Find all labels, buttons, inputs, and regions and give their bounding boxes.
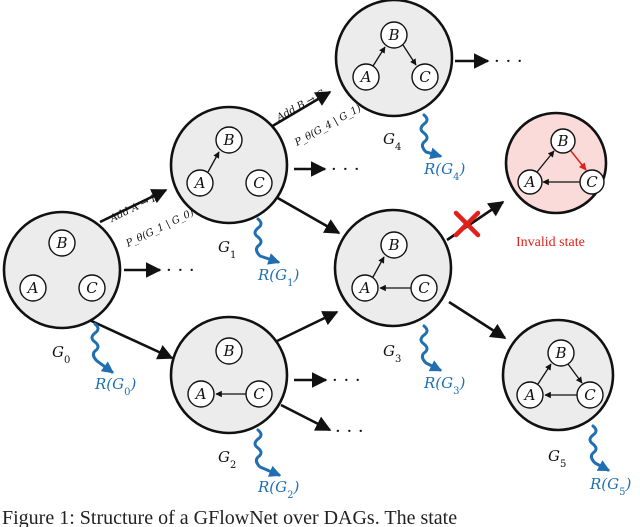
node-a xyxy=(516,381,544,409)
node-a xyxy=(351,274,379,302)
state-g5: B A C xyxy=(501,318,615,432)
squiggle-g4 xyxy=(419,113,443,160)
node-c xyxy=(78,274,106,302)
label-g2: G2 xyxy=(218,448,236,471)
svg-text:A: A xyxy=(358,279,371,297)
state-g0: B A C xyxy=(2,210,122,330)
svg-text:C: C xyxy=(253,385,265,403)
node-b xyxy=(48,229,76,257)
reward-g0: R(G0) xyxy=(94,375,137,398)
svg-text:A: A xyxy=(26,279,39,297)
svg-text:B: B xyxy=(556,132,568,150)
node-a xyxy=(186,169,214,197)
arrow-g2-g3 xyxy=(274,310,339,344)
node-b xyxy=(547,339,575,367)
squiggle-g2 xyxy=(253,428,282,477)
invalid-state-label: Invalid state xyxy=(516,235,585,250)
state-g1: B A C xyxy=(169,105,289,225)
label-g4: G4 xyxy=(383,130,401,153)
node-b xyxy=(215,126,243,154)
svg-text:A: A xyxy=(359,68,372,86)
reward-g2: R(G2) xyxy=(257,478,300,501)
svg-text:B: B xyxy=(554,344,566,362)
reward-squiggles xyxy=(90,113,611,477)
arrow-g3-g5 xyxy=(448,300,507,340)
state-g4: B A C xyxy=(334,0,454,118)
node-a xyxy=(19,274,47,302)
node-b xyxy=(380,21,408,49)
label-g0: G0 xyxy=(52,343,70,366)
label-g1: G1 xyxy=(218,238,236,261)
ellipsis-g4: · · · xyxy=(494,51,523,72)
svg-text:B: B xyxy=(222,342,234,360)
svg-text:C: C xyxy=(586,173,598,191)
svg-text:Add B → C: Add B → C xyxy=(274,88,327,124)
svg-text:C: C xyxy=(584,386,596,404)
figure-caption: Figure 1: Structure of a GFlowNet over D… xyxy=(2,507,457,527)
arrow-g2-dots-lower xyxy=(280,403,332,432)
svg-text:B: B xyxy=(55,234,67,252)
node-b xyxy=(550,128,576,154)
node-c xyxy=(245,169,273,197)
ellipsis-g2: · · · xyxy=(332,370,361,391)
label-g5: G5 xyxy=(548,447,566,470)
arrow-g1-g3 xyxy=(275,195,341,235)
svg-text:C: C xyxy=(419,68,431,86)
state-invalid: B A C xyxy=(504,111,608,215)
reward-labels: R(G0) R(G1) R(G2) R(G3) R(G4) R(G5) xyxy=(94,160,632,501)
squiggle-g1 xyxy=(253,217,281,265)
arrow-g0-g1 xyxy=(99,188,168,224)
invalid-x-mark xyxy=(453,210,481,238)
svg-text:A: A xyxy=(194,385,207,403)
node-b xyxy=(215,337,243,365)
node-a xyxy=(517,169,543,195)
svg-text:Add A → B: Add A → B xyxy=(108,192,161,225)
label-g3: G3 xyxy=(383,342,401,365)
node-a xyxy=(187,380,215,408)
node-c xyxy=(411,63,439,91)
svg-text:A: A xyxy=(193,174,206,192)
svg-text:C: C xyxy=(86,279,98,297)
arrow-g0-g2 xyxy=(84,316,174,360)
squiggle-g3 xyxy=(419,324,443,372)
svg-text:B: B xyxy=(387,26,399,44)
svg-text:C: C xyxy=(418,279,430,297)
state-g2: B A C xyxy=(169,315,289,435)
svg-text:C: C xyxy=(253,174,265,192)
reward-g5: R(G5) xyxy=(589,475,632,498)
graph-labels: G0 G1 G2 G3 G4 G5 xyxy=(52,130,566,471)
squiggle-g5 xyxy=(588,424,611,472)
svg-text:B: B xyxy=(222,131,234,149)
ellipsis-g2-lower: · · · xyxy=(335,421,364,442)
state-g3: B A C xyxy=(333,208,453,328)
svg-text:A: A xyxy=(523,173,536,191)
svg-text:A: A xyxy=(523,386,536,404)
ellipsis-g0: · · · xyxy=(166,260,195,281)
ellipsis-g1: · · · xyxy=(331,159,360,180)
reward-g4: R(G4) xyxy=(423,160,466,183)
squiggle-g0 xyxy=(90,322,114,374)
reward-g1: R(G1) xyxy=(257,266,300,289)
node-b xyxy=(380,231,408,259)
reward-g3: R(G3) xyxy=(423,374,466,397)
svg-text:B: B xyxy=(387,236,399,254)
node-a xyxy=(352,63,380,91)
ellipses: · · · · · · · · · · · · · · · xyxy=(166,51,523,442)
